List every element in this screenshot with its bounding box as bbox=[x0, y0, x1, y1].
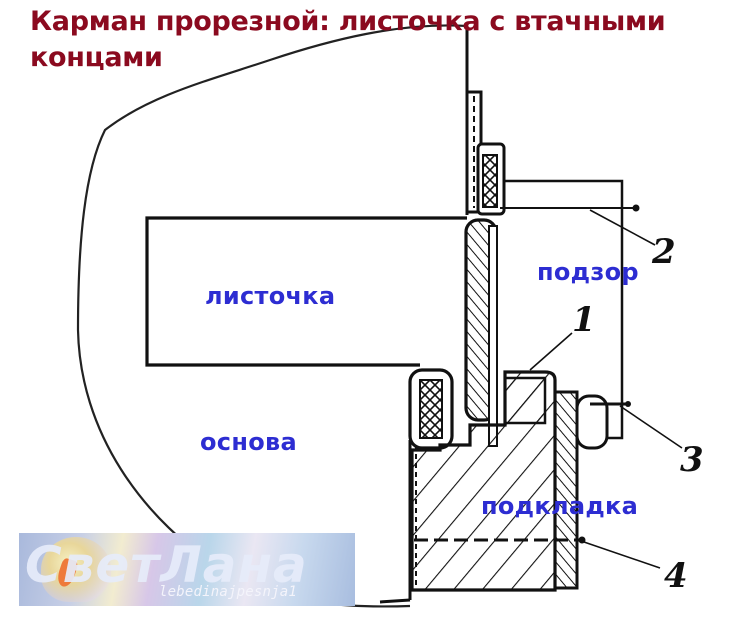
label-lining: подкладка bbox=[481, 492, 639, 520]
label-base-fabric: основа bbox=[200, 428, 297, 456]
watermark-banner: СветЛана lebedinajpesnja1 bbox=[19, 533, 355, 606]
label-facing: подзор bbox=[537, 258, 639, 286]
diagram-title: Карман прорезной: листочка с втачными ко… bbox=[30, 4, 750, 76]
label-welt: листочка bbox=[205, 282, 336, 310]
callout-number-4: 4 bbox=[664, 556, 688, 596]
title-line-1: Карман прорезной: листочка с втачными bbox=[30, 6, 666, 37]
title-line-2: концами bbox=[30, 42, 163, 73]
callout-number-2: 2 bbox=[652, 232, 676, 272]
watermark-subtitle: lebedinajpesnja1 bbox=[159, 584, 298, 600]
callout-number-1: 1 bbox=[572, 300, 596, 340]
watermark-title: СветЛана bbox=[25, 536, 308, 594]
callout-number-3: 3 bbox=[680, 440, 704, 480]
